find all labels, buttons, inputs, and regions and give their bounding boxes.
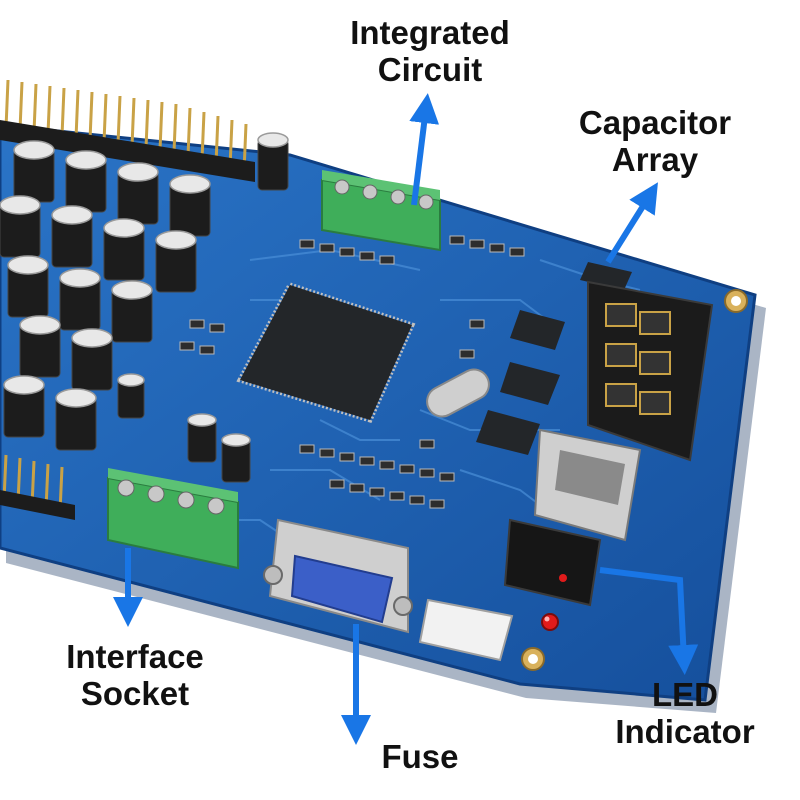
label-fuse: Fuse: [381, 738, 459, 775]
header-pins-top: [4, 79, 248, 173]
smd-components: [179, 235, 525, 509]
power-jack: [503, 518, 602, 607]
mounting-holes: [521, 289, 748, 671]
arrow-up-right-icon: [605, 182, 658, 264]
capacitor-bank: [0, 132, 289, 483]
crystal-oscillator: [426, 368, 490, 418]
right-header-connector: [587, 280, 714, 462]
vga-connector: [263, 518, 413, 634]
label-led-indicator: LED Indicator: [615, 676, 755, 750]
label-interface-socket: Interface Socket: [66, 638, 204, 712]
label-capacitor-array: Capacitor Array: [578, 104, 732, 178]
arrow-up-icon: [409, 93, 440, 206]
red-led: [541, 613, 559, 631]
label-integrated-circuit: Integrated Circuit: [350, 14, 510, 88]
small-ics: [476, 262, 632, 455]
arrow-elbow-down-icon: [599, 567, 699, 675]
callout-arrows: [113, 93, 699, 745]
terminal-block-top: [321, 170, 441, 252]
white-connector: [418, 598, 514, 662]
header-base-top: [0, 120, 255, 182]
terminal-block-bottom: [107, 468, 239, 570]
usb-port: [533, 428, 642, 542]
main-chip: [236, 281, 416, 424]
